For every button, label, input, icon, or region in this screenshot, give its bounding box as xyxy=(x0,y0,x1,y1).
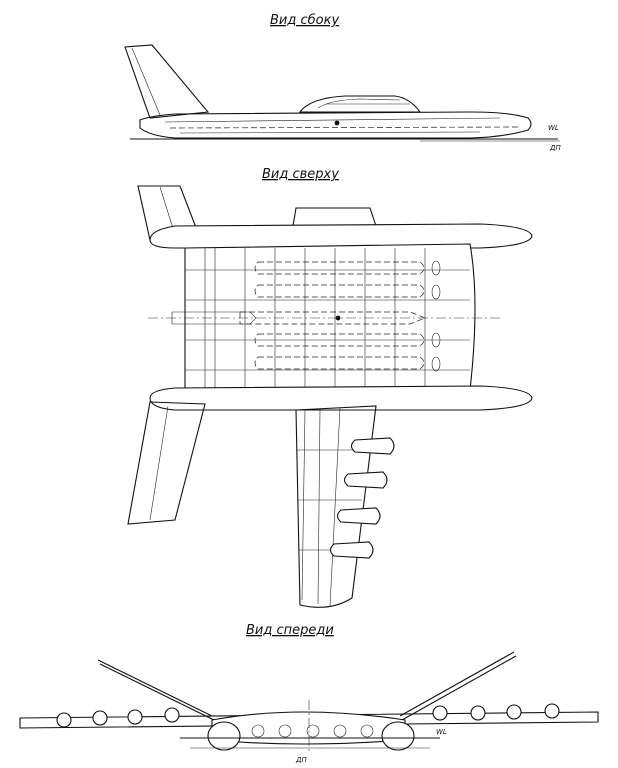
top-wing-engines xyxy=(329,437,395,559)
side-engine-pod xyxy=(298,95,422,113)
front-right-sponson xyxy=(381,721,415,751)
side-cg-mark xyxy=(334,120,340,126)
side-view: Вид сбоку WL ДП xyxy=(124,13,561,152)
side-baseline-label: ДП xyxy=(549,144,561,152)
front-center-body xyxy=(211,711,406,745)
side-view-title: Вид сбоку xyxy=(270,13,339,28)
top-upper-sponson xyxy=(149,223,533,249)
front-left-sponson xyxy=(207,721,241,751)
top-lower-sponson xyxy=(149,385,533,411)
front-view-title: Вид спереди xyxy=(246,623,334,638)
front-view: Вид спереди xyxy=(19,623,599,764)
front-main-wing xyxy=(19,711,599,729)
top-lower-tail xyxy=(127,401,206,525)
side-tail-fin xyxy=(124,44,210,119)
top-view-title: Вид сверху xyxy=(262,167,339,182)
side-wl-label: WL xyxy=(548,124,559,132)
front-wl-label: WL xyxy=(436,728,447,736)
front-left-tail xyxy=(97,659,213,717)
top-center-body xyxy=(184,243,476,391)
side-hull xyxy=(139,111,532,139)
top-view: Вид сверху xyxy=(127,167,533,608)
front-engines xyxy=(56,703,560,738)
top-main-wing xyxy=(295,405,377,608)
front-baseline-label: ДП xyxy=(295,756,307,764)
front-right-tail xyxy=(399,651,515,717)
